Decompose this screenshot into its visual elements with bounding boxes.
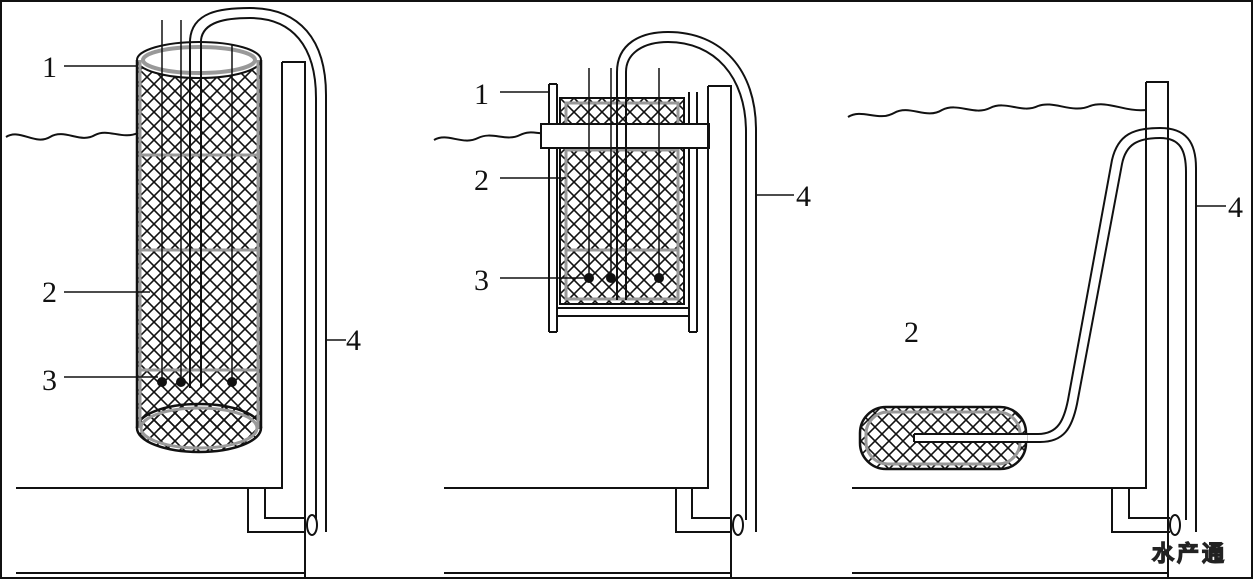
label-b4: 4 [796, 180, 811, 213]
suspension-lines-a [161, 20, 233, 382]
delivery-pipe-inner-a [200, 16, 317, 520]
pond-wall-b [444, 85, 732, 579]
pipe-joint-a [306, 514, 318, 536]
inner-air-tube-a [189, 40, 202, 388]
delivery-pipe-outer-b [616, 30, 757, 532]
water-surface-b [433, 131, 545, 142]
inner-air-tube-c [913, 433, 1028, 443]
label-b2: 2 [474, 164, 489, 197]
inner-air-tube-b [616, 72, 627, 300]
underground-duct-a [247, 488, 306, 533]
water-surface-a [5, 131, 139, 141]
label-c4: 4 [1228, 191, 1243, 224]
air-outlets-b [584, 273, 664, 283]
leader-lines-a [64, 65, 346, 378]
panel-cylindrical-cage: 1 2 3 4 [5, 6, 361, 579]
pipe-joint-c [1169, 514, 1181, 536]
underground-duct-c [1111, 488, 1170, 533]
mesh-cylinder-cage [135, 41, 263, 454]
label-a4: 4 [346, 324, 361, 357]
label-c2: 2 [904, 316, 919, 349]
air-outlets-a [157, 377, 237, 387]
label-a2: 2 [42, 276, 57, 309]
label-b3: 3 [474, 264, 489, 297]
leader-lines-b [500, 91, 794, 279]
pond-wall-a [16, 61, 306, 579]
delivery-pipe-inner-c [1026, 136, 1187, 520]
cage-frame-b [548, 83, 698, 333]
water-surface-c [847, 103, 1147, 118]
delivery-pipe-outer-c [1026, 126, 1197, 532]
delivery-pipe-inner-b [625, 40, 747, 520]
label-b1: 1 [474, 78, 489, 111]
panel-framed-cage: 1 2 3 4 [433, 30, 811, 579]
label-a3: 3 [42, 364, 57, 397]
panel-bottom-bag: 2 4 [847, 81, 1243, 579]
pond-wall-c [852, 81, 1169, 579]
watermark-text: 水产通 [1152, 542, 1227, 567]
suspension-lines-b [588, 68, 660, 278]
underground-duct-b [675, 488, 732, 533]
pipe-joint-b [732, 514, 744, 536]
delivery-pipe-outer-a [189, 6, 327, 532]
label-a1: 1 [42, 51, 57, 84]
